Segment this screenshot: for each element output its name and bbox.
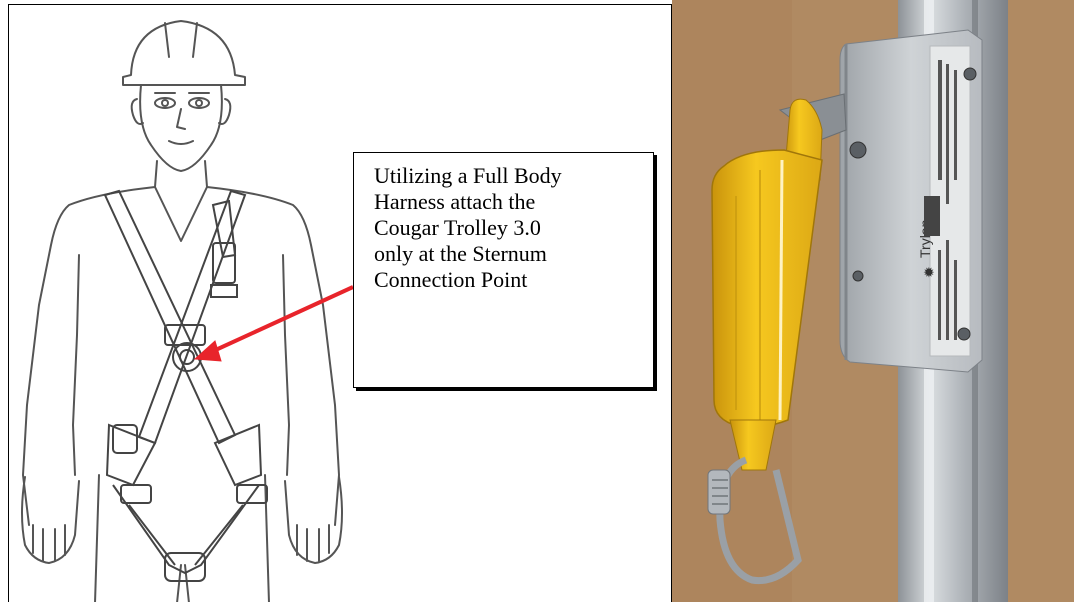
trolley-photo: Trylon ✹ (672, 0, 1074, 602)
bolt (853, 271, 863, 281)
instruction-callout: Utilizing a Full Body Harness attach the… (353, 152, 654, 388)
bolt (958, 328, 970, 340)
trolley-photo-drawing: Trylon ✹ (672, 0, 1074, 602)
instruction-text: Utilizing a Full Body Harness attach the… (374, 163, 639, 293)
hard-hat-icon (123, 21, 245, 85)
left-hand (22, 477, 79, 563)
right-hand (285, 477, 342, 563)
bolt (964, 68, 976, 80)
bolt (850, 142, 866, 158)
sun-star-icon: ✹ (922, 266, 938, 278)
